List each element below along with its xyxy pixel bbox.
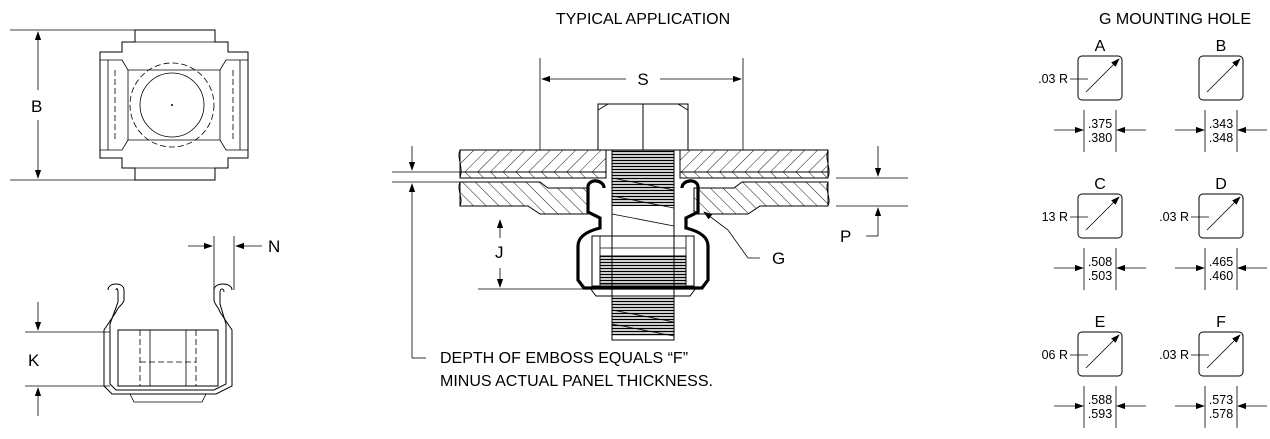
panel-thickness-dimension — [392, 146, 460, 359]
nut-thread-circle — [129, 62, 215, 148]
hole-letter: E — [1095, 314, 1106, 331]
hole-dim-bottom: .578 — [1209, 407, 1233, 421]
dim-label-k: K — [28, 351, 40, 370]
radius-label: .03 R — [1038, 72, 1068, 86]
mounting-hole-table: G MOUNTING HOLE A .03 R .375.380 B .343.348C… — [1038, 11, 1267, 428]
hole-letter: D — [1215, 176, 1227, 193]
hole-square — [1198, 331, 1244, 377]
hole-square — [1077, 331, 1123, 377]
hole-square — [1077, 193, 1123, 239]
dimension-s: S — [539, 58, 744, 150]
hole-dim-top: .508 — [1088, 255, 1112, 269]
mounting-hole-c: C 13 R .508.503 — [1042, 176, 1146, 290]
mounting-hole-e: E 06 R .588.593 — [1042, 314, 1146, 428]
hole-dim-bottom: .380 — [1088, 131, 1112, 145]
cage-nut-section — [576, 179, 710, 297]
dimension-n: N — [188, 236, 280, 290]
mounting-hole-title: G MOUNTING HOLE — [1099, 11, 1251, 28]
hole-letter: C — [1094, 176, 1106, 193]
hex-bolt-head — [597, 103, 689, 151]
dim-label-s: S — [637, 70, 648, 89]
radius-label: .03 R — [1159, 210, 1189, 224]
hole-letter: B — [1216, 38, 1227, 55]
hole-dim-top: .343 — [1209, 117, 1233, 131]
mounting-hole-d: D .03 R .465.460 — [1159, 176, 1267, 290]
dimension-k: K — [25, 302, 110, 416]
hole-dim-top: .465 — [1209, 255, 1233, 269]
dim-label-b: B — [31, 97, 42, 116]
radius-label: 13 R — [1042, 210, 1068, 224]
bolt-thread — [611, 150, 675, 341]
mounting-hole-a: A .03 R .375.380 — [1038, 38, 1146, 152]
mounting-hole-f: F .03 R .573.578 — [1159, 314, 1267, 428]
dim-label-j: J — [495, 243, 504, 262]
typical-application-title: TYPICAL APPLICATION — [556, 11, 730, 28]
hole-dim-bottom: .503 — [1088, 269, 1112, 283]
dim-label-p: P — [840, 227, 851, 246]
hole-letter: A — [1095, 38, 1106, 55]
top-view: B — [10, 29, 249, 181]
radius-arrow — [1085, 334, 1120, 369]
dim-label-n: N — [268, 237, 280, 256]
dimension-b: B — [10, 29, 135, 181]
radius-arrow — [1206, 334, 1241, 369]
hole-square — [1077, 55, 1123, 101]
hole-square — [1198, 193, 1244, 239]
side-view: N K — [25, 236, 280, 416]
hole-dim-bottom: .460 — [1209, 269, 1233, 283]
dimension-j: J — [478, 219, 584, 290]
mounting-hole-b: B .343.348 — [1175, 38, 1267, 152]
cage-side-profile — [103, 283, 233, 403]
radius-arrow — [1085, 196, 1120, 231]
upper-panel — [458, 149, 830, 179]
hole-square — [1198, 55, 1244, 101]
hole-dim-bottom: .593 — [1088, 407, 1112, 421]
hole-dim-top: .375 — [1088, 117, 1112, 131]
radius-label: 06 R — [1042, 348, 1068, 362]
hole-dim-top: .588 — [1088, 393, 1112, 407]
cage-top-outline — [99, 29, 249, 181]
callout-g: G — [703, 211, 785, 268]
hole-dim-bottom: .348 — [1209, 131, 1233, 145]
radius-label: .03 R — [1159, 348, 1189, 362]
radius-arrow — [1206, 196, 1241, 231]
dimension-p: P — [836, 146, 908, 246]
radius-arrow — [1085, 58, 1120, 93]
hole-dim-top: .573 — [1209, 393, 1233, 407]
callout-label-g: G — [772, 249, 785, 268]
hole-letter: F — [1216, 314, 1226, 331]
typical-application: TYPICAL APPLICATION S — [392, 11, 908, 390]
emboss-note-line-1: DEPTH OF EMBOSS EQUALS “F” — [440, 350, 688, 367]
emboss-note-line-2: MINUS ACTUAL PANEL THICKNESS. — [440, 373, 713, 390]
radius-arrow — [1206, 58, 1241, 93]
